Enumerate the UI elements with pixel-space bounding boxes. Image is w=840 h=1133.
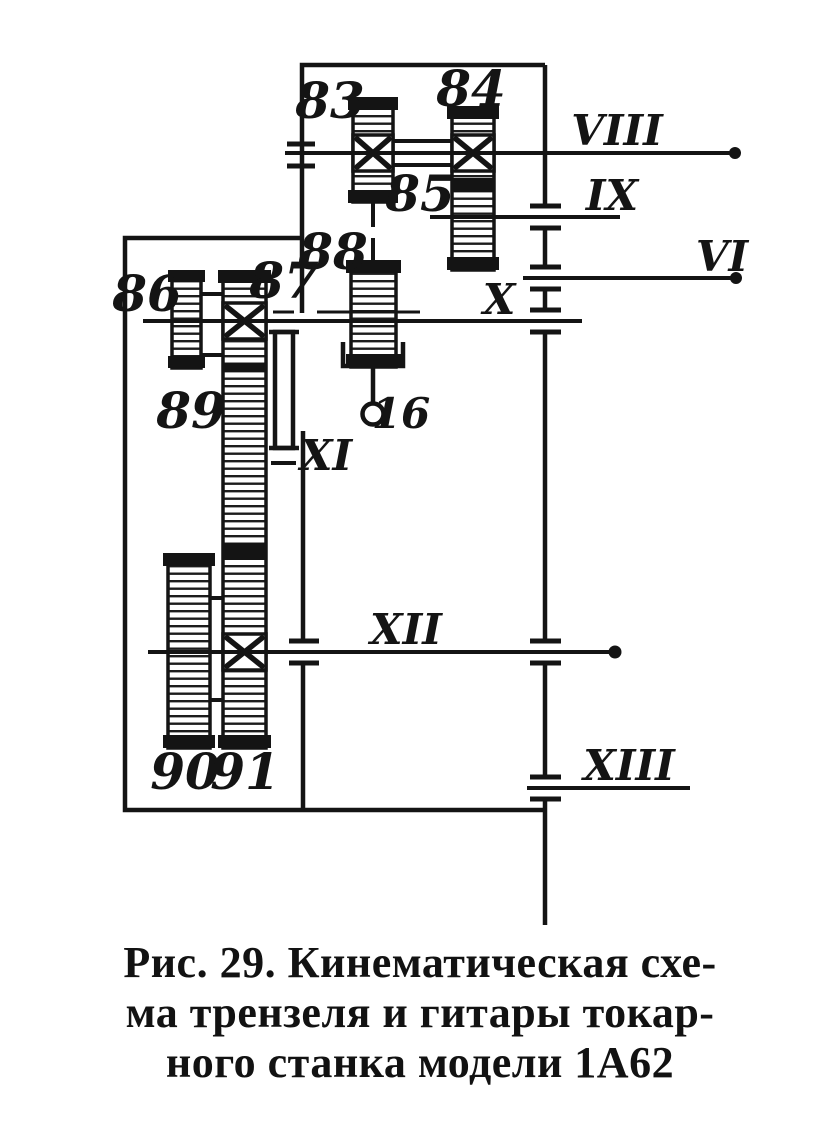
- shaft-label-XIII: XIII: [580, 741, 676, 790]
- caption-line-1: Рис. 29. Кинематическая схе-: [123, 938, 717, 987]
- lever-handle-16: [360, 401, 386, 427]
- gear-85-band: [452, 178, 494, 192]
- bearing-XII-right: [530, 638, 561, 666]
- gear-label-90: 90: [150, 742, 220, 801]
- gear-column-87-89-91: [218, 270, 271, 750]
- bearings: [287, 141, 742, 802]
- bearing-XIII: [530, 774, 561, 802]
- gear-label-86: 86: [111, 264, 182, 323]
- gear-label-88: 88: [297, 222, 368, 281]
- top-housing-frame: [299, 62, 545, 313]
- shaft-label-XI: XI: [297, 431, 354, 480]
- shaft-XII-end: [608, 645, 622, 659]
- sleeve-83-84: [393, 139, 452, 167]
- mesh-links: [200, 292, 224, 702]
- shaft-label-XII: XII: [367, 605, 443, 654]
- fixed-gear-marks: [224, 136, 493, 669]
- gear-label-83: 83: [294, 71, 365, 130]
- xmark-gear-83: [354, 136, 392, 170]
- gear-label-87: 87: [248, 251, 319, 310]
- shaft-label-VIII: VIII: [571, 106, 664, 155]
- gear-label-84: 84: [435, 59, 506, 118]
- gear-label-91: 91: [210, 742, 280, 801]
- lever-label-16: 16: [372, 389, 430, 438]
- housing-outlines: [122, 62, 548, 925]
- xmark-gear-84: [453, 136, 493, 170]
- divider-89-91: [223, 543, 266, 560]
- shaft-label-VI: VI: [696, 232, 750, 281]
- shaft-VI-end: [730, 272, 742, 284]
- gear-88: [346, 260, 401, 369]
- caption-line-3: ного станка модели 1А62: [165, 1038, 675, 1087]
- bearing-VIII-left: [287, 141, 315, 169]
- left-housing-frame: [122, 235, 545, 813]
- bearing-IX-right: [530, 203, 561, 231]
- gear-label-89: 89: [155, 381, 226, 440]
- figure-caption: Рис. 29. Кинематическая схе- ма трензеля…: [0, 938, 840, 1088]
- bearing-XII-left: [289, 638, 319, 666]
- gear-label-85: 85: [384, 164, 455, 223]
- shaft-label-IX: IX: [585, 171, 640, 220]
- shaft-lines: [143, 151, 739, 790]
- caption-line-2: ма трензеля и гитары токар-: [125, 988, 715, 1037]
- xmark-gear-87: [224, 304, 265, 338]
- bearing-X-right: [530, 307, 561, 335]
- xmark-gear-91: [224, 635, 265, 669]
- guitar-arm-upper: [269, 329, 299, 451]
- labels: 83 84 85 86 87 88 89 90 91 16 VIII IX VI…: [111, 59, 749, 801]
- gear-84-85: [447, 106, 499, 272]
- shaft-label-X: X: [480, 275, 517, 324]
- kinematic-diagram: 83 84 85 86 87 88 89 90 91 16 VIII IX VI…: [111, 59, 749, 925]
- shaft-VIII-end: [729, 147, 741, 159]
- bearing-VI-right: [530, 264, 561, 292]
- divider-87-89: [223, 363, 266, 372]
